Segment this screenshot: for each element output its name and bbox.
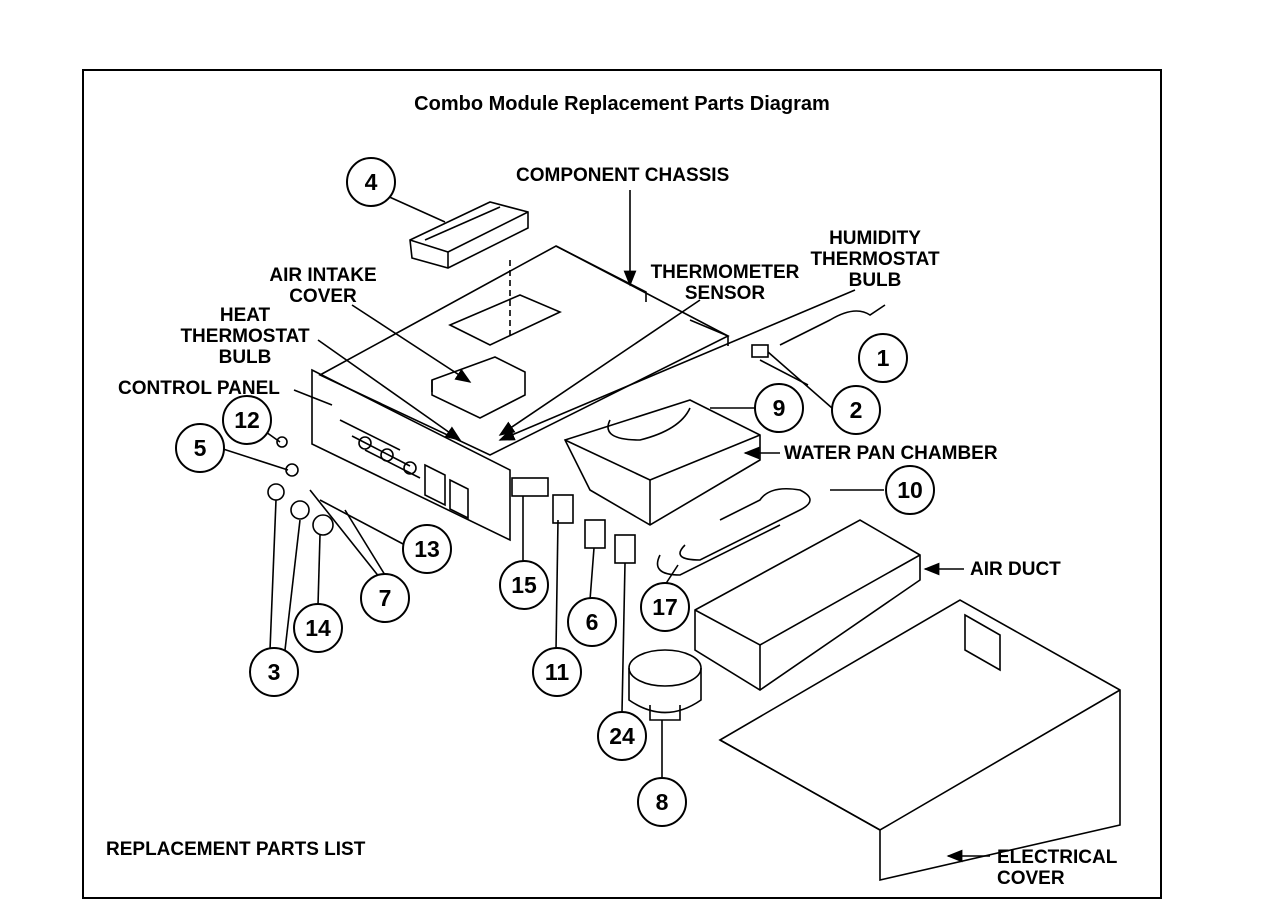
callout-12: 12: [222, 395, 272, 445]
callout-7: 7: [360, 573, 410, 623]
svg-text:3: 3: [268, 659, 281, 685]
diagram-title: Combo Module Replacement Parts Diagram: [414, 93, 830, 115]
part-air-intake-cover: [431, 356, 526, 419]
svg-text:12: 12: [234, 407, 260, 433]
callout-8: 8: [637, 777, 687, 827]
label-control-panel: CONTROL PANEL: [118, 378, 280, 399]
svg-text:7: 7: [379, 585, 392, 611]
callout-13: 13: [402, 524, 452, 574]
label-air-duct: AIR DUCT: [970, 559, 1061, 580]
callout-2: 2: [831, 385, 881, 435]
svg-text:10: 10: [897, 477, 923, 503]
callout-14: 14: [293, 603, 343, 653]
svg-text:14: 14: [305, 615, 331, 641]
svg-text:17: 17: [652, 594, 678, 620]
part-grommet: [751, 344, 769, 358]
callout-4: 4: [346, 157, 396, 207]
callout-1: 1: [858, 333, 908, 383]
callout-bubbles: 1 2 3 4 5 6 7 8 9 10 11 12 13 14 15 17 2…: [175, 157, 935, 827]
svg-text:4: 4: [365, 169, 378, 195]
callout-11: 11: [532, 647, 582, 697]
part-transformer: [614, 534, 636, 564]
part-terminal-block: [511, 477, 549, 497]
part-relay: [552, 494, 574, 524]
label-humidity-thermostat-bulb: HUMIDITY THERMOSTAT BULB: [810, 228, 940, 291]
svg-text:1: 1: [877, 345, 890, 371]
svg-text:8: 8: [656, 789, 669, 815]
part-blower: [628, 649, 702, 721]
label-water-pan-chamber: WATER PAN CHAMBER: [784, 443, 998, 464]
part-heating-element-lower: [656, 524, 781, 576]
svg-text:6: 6: [586, 609, 599, 635]
label-heat-thermostat-bulb: HEAT THERMOSTAT BULB: [180, 305, 310, 368]
part-heating-element: [679, 487, 811, 561]
callout-5: 5: [175, 423, 225, 473]
parts-list-heading: REPLACEMENT PARTS LIST: [106, 839, 366, 860]
part-air-duct: [694, 519, 921, 691]
svg-text:9: 9: [773, 395, 786, 421]
label-component-chassis: COMPONENT CHASSIS: [516, 165, 730, 186]
svg-text:2: 2: [850, 397, 863, 423]
part-component-chassis: [318, 245, 730, 456]
svg-text:5: 5: [194, 435, 207, 461]
callout-15: 15: [499, 560, 549, 610]
label-air-intake-cover: AIR INTAKE COVER: [269, 265, 377, 307]
svg-text:24: 24: [609, 723, 635, 749]
part-control-panel: [267, 368, 511, 542]
part-water-pan-chamber: [563, 399, 761, 526]
part-electrical-cover: [718, 599, 1121, 882]
callout-10: 10: [885, 465, 935, 515]
svg-text:15: 15: [511, 572, 537, 598]
part-power-cord: [779, 304, 886, 346]
callout-3: 3: [249, 647, 299, 697]
callout-6: 6: [567, 597, 617, 647]
callout-24: 24: [597, 711, 647, 761]
label-electrical-cover: ELECTRICAL COVER: [997, 847, 1118, 889]
callout-17: 17: [640, 582, 690, 632]
callout-9: 9: [754, 383, 804, 433]
svg-text:13: 13: [414, 536, 440, 562]
part-bin: [409, 201, 529, 269]
svg-text:11: 11: [545, 659, 570, 685]
label-thermometer-sensor: THERMOMETER SENSOR: [650, 262, 800, 304]
part-switch: [584, 519, 606, 549]
leader-lines: [219, 190, 990, 863]
